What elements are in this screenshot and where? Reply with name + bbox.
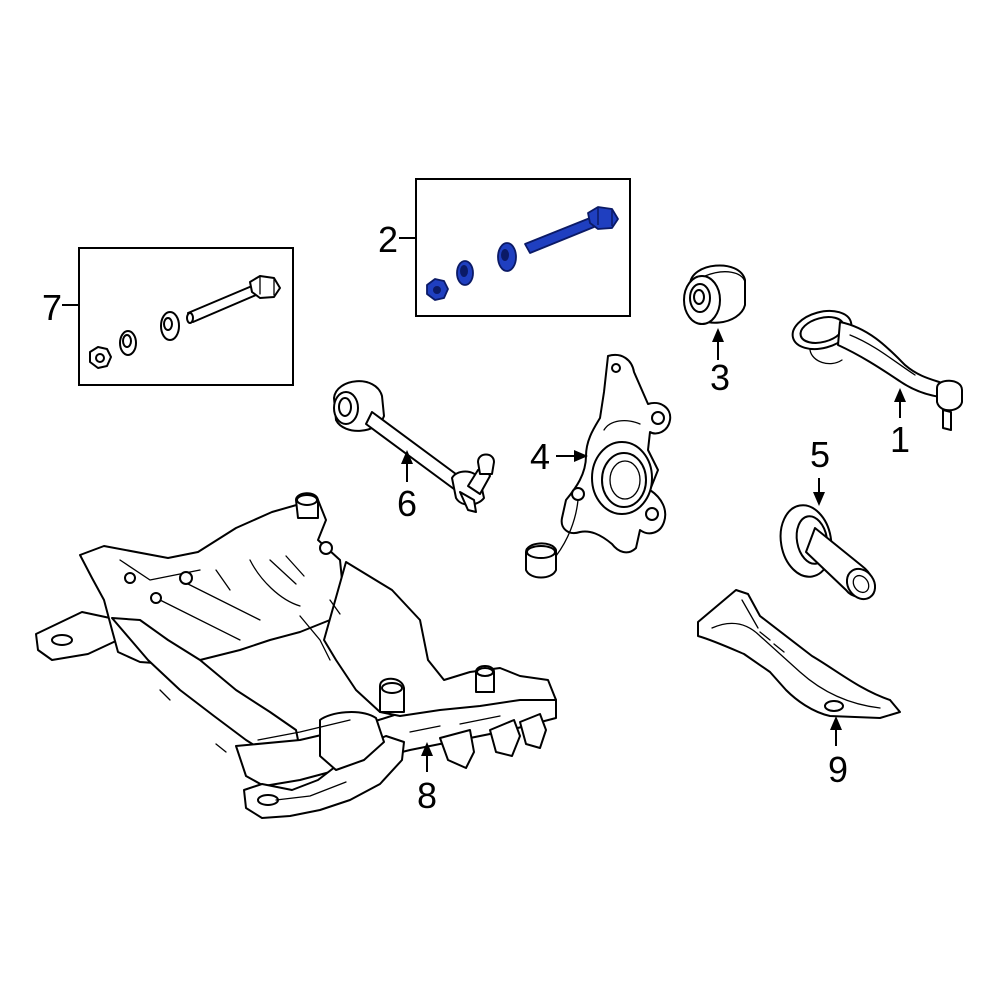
callout-5: 5 bbox=[810, 434, 830, 475]
part-2-nut bbox=[426, 278, 449, 301]
part-8-subframe[interactable] bbox=[35, 492, 557, 819]
callout-2: 2 bbox=[378, 219, 398, 260]
part-7-nut bbox=[89, 346, 112, 369]
part-1-control-arm[interactable] bbox=[788, 305, 963, 431]
part-9-brace[interactable] bbox=[697, 589, 901, 719]
callout-3: 3 bbox=[710, 357, 730, 398]
part-7-bolt-kit[interactable] bbox=[62, 247, 294, 386]
part-5-wheel-hub[interactable] bbox=[775, 501, 881, 604]
callout-8: 8 bbox=[417, 775, 437, 816]
part-2-bolt bbox=[524, 206, 619, 254]
part-2-frame bbox=[415, 178, 631, 317]
leader-arrows bbox=[401, 328, 906, 772]
callout-7: 7 bbox=[42, 287, 62, 328]
callout-6: 6 bbox=[397, 483, 417, 524]
part-3-bushing[interactable] bbox=[683, 264, 746, 325]
part-2-washer-small bbox=[456, 260, 474, 286]
callout-9: 9 bbox=[828, 749, 848, 790]
part-4-knuckle[interactable] bbox=[525, 354, 672, 579]
part-7-bolt bbox=[186, 275, 281, 324]
callout-1: 1 bbox=[890, 419, 910, 460]
part-7-washer-large bbox=[160, 311, 180, 341]
part-6-lower-link[interactable] bbox=[333, 380, 495, 513]
part-2-bolt-kit[interactable] bbox=[399, 178, 631, 317]
part-7-frame bbox=[78, 247, 294, 386]
part-2-washer-large bbox=[497, 242, 517, 272]
callout-4: 4 bbox=[530, 436, 550, 477]
part-7-washer-small bbox=[119, 330, 137, 356]
